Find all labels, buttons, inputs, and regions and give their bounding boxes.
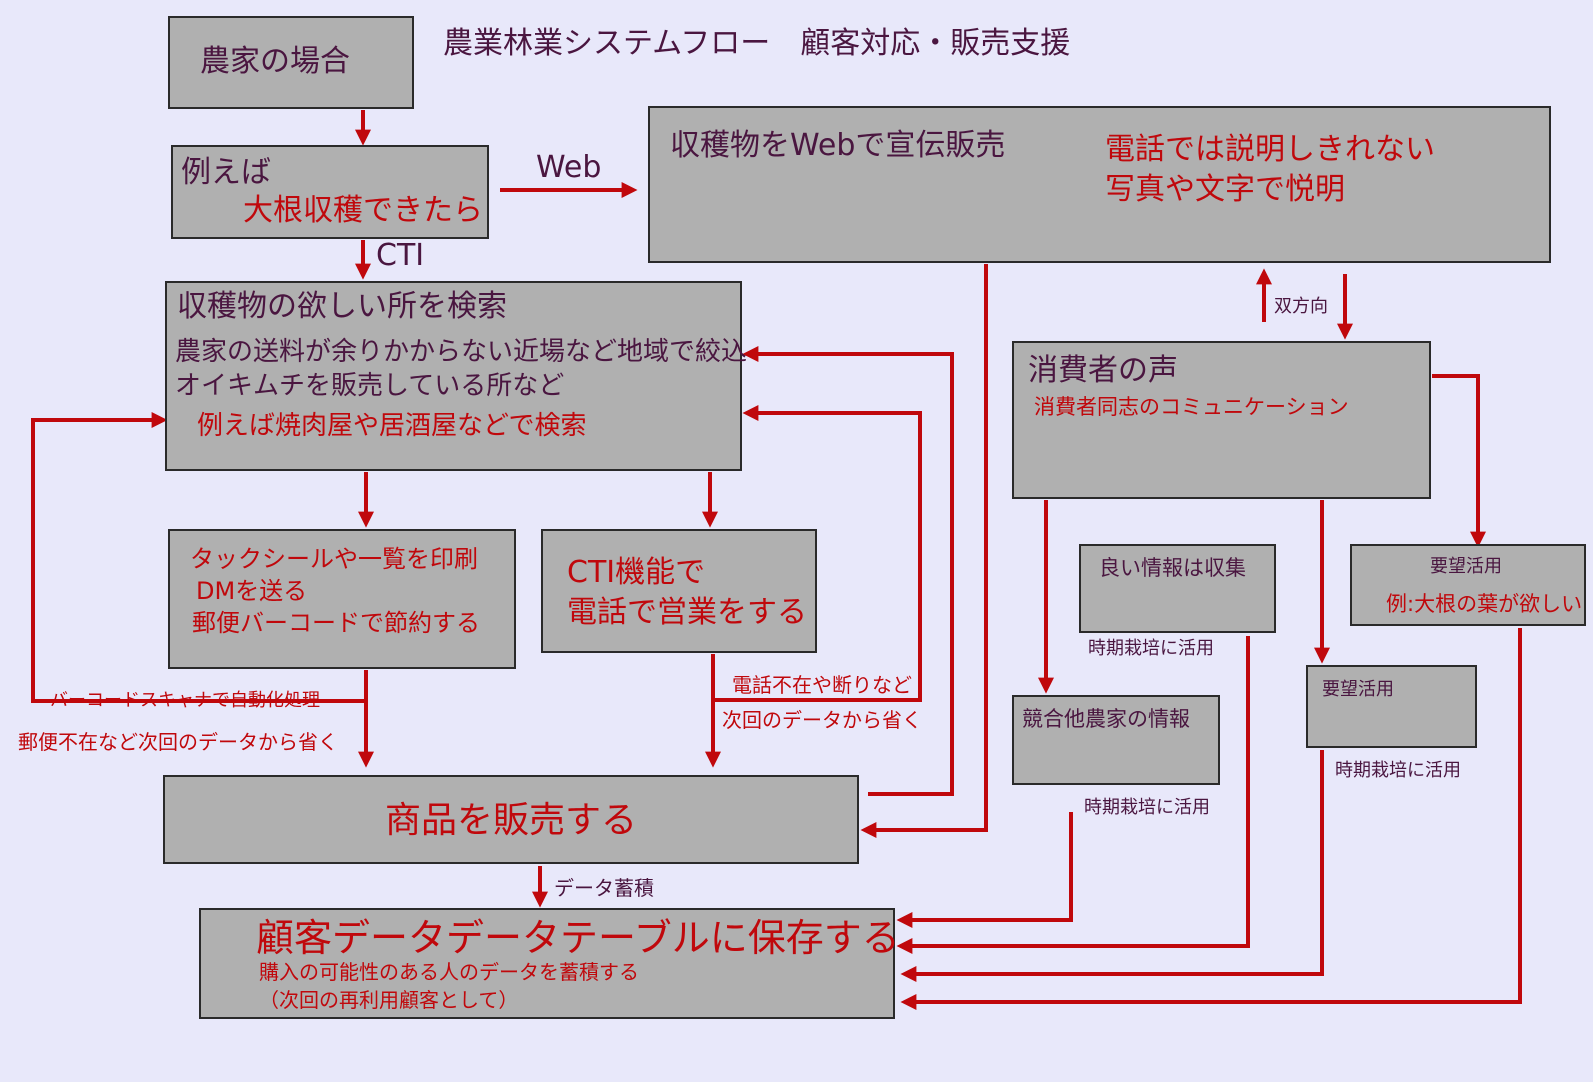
node-consumer-voice: 消費者の声 消費者同志のコミュニケーション [1012, 341, 1431, 499]
node-web-sales-line1: 収穫物をWebで宣伝販売 [670, 128, 1006, 163]
edge-label-bidirectional: 双方向 [1274, 296, 1328, 317]
node-consumer-voice-title: 消費者の声 [1028, 353, 1178, 388]
node-example-line2: 大根収穫できたら [243, 193, 483, 228]
node-cti-function-line1: CTI機能で [567, 555, 706, 590]
arrow-voice-to-request-right [1432, 374, 1486, 548]
arrow-web-to-sell [860, 264, 988, 838]
node-search-line3: オイキムチを販売している所など [175, 371, 565, 401]
node-good-info: 良い情報は収集 [1079, 544, 1276, 633]
node-web-sales-note1: 電話では説明しきれない [1105, 132, 1435, 167]
node-save-line2: 購入の可能性のある人のデータを蓄積する [259, 960, 639, 984]
node-farmer-label: 農家の場合 [200, 44, 350, 79]
node-save: 顧客データデータテーブルに保存する 購入の可能性のある人のデータを蓄積する （次… [199, 908, 900, 1019]
node-cti-function-line2: 電話で営業をする [567, 595, 807, 630]
node-good-info-label: 良い情報は収集 [1099, 556, 1246, 580]
arrow-goodinfo-to-save [896, 636, 1250, 954]
node-label-print: タックシールや一覧を印刷 DMを送る 郵便バーコードで節約する [168, 529, 516, 669]
arrow-requestright-to-save [900, 628, 1522, 1010]
node-search-line2: 農家の送料が余りかからない近場など地域で絞込 [175, 337, 748, 367]
node-competitor-label: 競合他農家の情報 [1022, 707, 1190, 731]
edge-label-seasonal-request-mid: 時期栽培に活用 [1335, 760, 1461, 781]
node-web-sales: 収穫物をWebで宣伝販売 電話では説明しきれない 写真や文字で悦明 [648, 106, 1551, 263]
node-save-line3: （次回の再利用顧客として） [259, 988, 519, 1012]
node-save-line1: 顧客データデータテーブルに保存する [256, 916, 900, 960]
node-request-use-mid-label: 要望活用 [1322, 679, 1394, 700]
edge-label-seasonal-competitor: 時期栽培に活用 [1084, 797, 1210, 818]
node-label-print-line3: 郵便バーコードで節約する [192, 609, 480, 637]
node-cti-function: CTI機能で 電話で営業をする [541, 529, 817, 653]
node-example: 例えば 大根収穫できたら [171, 145, 489, 239]
loop-barcode-to-search [31, 412, 366, 703]
edge-label-postal-absence: 郵便不在など次回のデータから省く [18, 730, 338, 754]
loop-sell-to-search [742, 346, 954, 796]
node-consumer-voice-sub: 消費者同志のコミュニケーション [1034, 395, 1349, 419]
edge-label-cti: CTI [376, 238, 425, 273]
node-example-line1: 例えば [181, 155, 271, 190]
edge-label-data-accumulate: データ蓄積 [554, 876, 654, 900]
node-request-use-mid: 要望活用 [1306, 665, 1477, 748]
edge-label-seasonal-good-info: 時期栽培に活用 [1088, 638, 1214, 659]
node-sell-label: 商品を販売する [385, 800, 638, 841]
node-sell: 商品を販売する [163, 775, 859, 864]
arrow-requestmid-to-save [900, 750, 1324, 982]
node-competitor: 競合他農家の情報 [1012, 695, 1220, 785]
node-label-print-line1: タックシールや一覧を印刷 [190, 545, 478, 573]
edge-label-web: Web [536, 150, 602, 185]
node-search-line4: 例えば焼肉屋や居酒屋などで検索 [197, 411, 587, 441]
edge-label-phone-absence: 電話不在や断りなど [732, 673, 912, 697]
node-search-line1: 収穫物の欲しい所を検索 [177, 289, 507, 324]
diagram-title: 農業林業システムフロー 顧客対応・販売支援 [443, 26, 1071, 61]
edge-label-next-data-skip: 次回のデータから省く [722, 708, 922, 732]
node-farmer: 農家の場合 [168, 16, 414, 109]
node-request-use-right: 要望活用 例:大根の葉が欲しい [1350, 544, 1586, 626]
node-search: 収穫物の欲しい所を検索 農家の送料が余りかからない近場など地域で絞込 オイキムチ… [165, 281, 747, 471]
node-web-sales-note2: 写真や文字で悦明 [1105, 172, 1345, 207]
node-request-use-right-example: 例:大根の葉が欲しい [1386, 592, 1583, 616]
loop-cti-to-search [713, 405, 922, 702]
arrow-competitor-to-save [896, 812, 1073, 928]
edge-label-barcode-scanner: バーコードスキャナで自動化処理 [50, 690, 320, 711]
node-request-use-right-label: 要望活用 [1430, 556, 1502, 577]
node-label-print-line2: DMを送る [196, 577, 308, 605]
